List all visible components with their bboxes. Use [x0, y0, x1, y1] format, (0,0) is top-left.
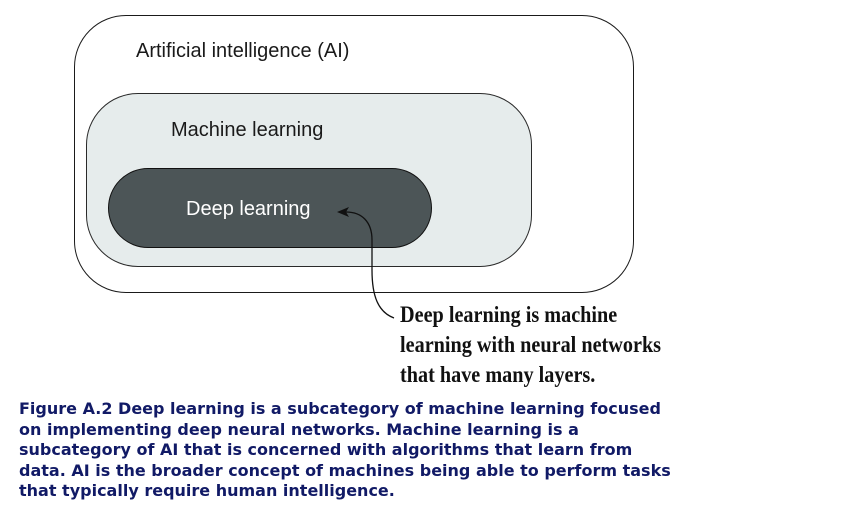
deep-learning-label: Deep learning	[186, 198, 311, 220]
callout-text: Deep learning is machine learning with n…	[400, 300, 661, 390]
callout-line: that have many layers.	[400, 362, 596, 388]
figure-caption: Figure A.2 Deep learning is a subcategor…	[19, 399, 839, 502]
caption-line: data. AI is the broader concept of machi…	[19, 460, 671, 480]
caption-line: on implementing deep neural networks. Ma…	[19, 419, 579, 439]
callout-line: Deep learning is machine	[400, 302, 618, 328]
ai-label: Artificial intelligence (AI)	[136, 40, 350, 62]
caption-line: Figure A.2 Deep learning is a subcategor…	[19, 399, 661, 418]
caption-line: subcategory of AI that is concerned with…	[19, 440, 633, 459]
machine-learning-label: Machine learning	[171, 119, 324, 141]
callout-line: learning with neural networks	[400, 332, 662, 358]
caption-line: that typically require human intelligenc…	[19, 481, 395, 500]
